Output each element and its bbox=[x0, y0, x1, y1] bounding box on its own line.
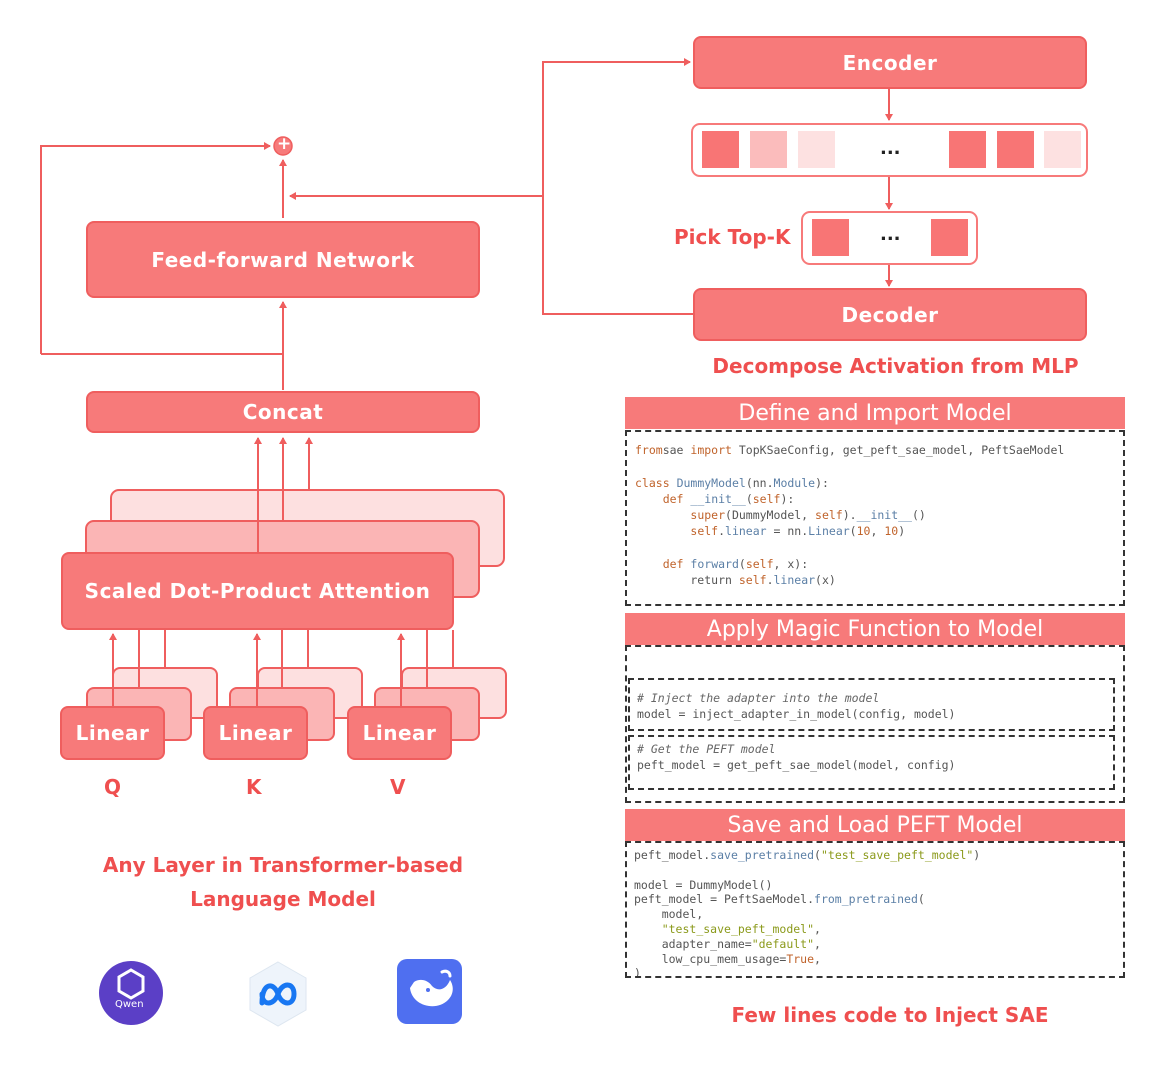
code-line: super(DummyModel, self).__init__() bbox=[690, 508, 926, 523]
code-line: peft_model = get_peft_sae_model(model, c… bbox=[637, 758, 956, 773]
qwen-logo-text: Qwen bbox=[115, 999, 144, 1010]
code-line: peft_model.save_pretrained("test_save_pe… bbox=[634, 848, 981, 862]
left-caption-line1: Any Layer in Transformer-based bbox=[102, 853, 464, 877]
sae-caption: Decompose Activation from MLP bbox=[712, 354, 1079, 378]
code-line: "test_save_peft_model", bbox=[661, 921, 821, 936]
add-node-label: + bbox=[277, 134, 292, 154]
ffn-label: Feed-forward Network bbox=[151, 247, 415, 272]
activation-cell bbox=[949, 131, 986, 168]
code-line: ) bbox=[634, 966, 641, 978]
section2-title: Apply Magic Function to Model bbox=[625, 613, 1125, 645]
encoder-label: Encoder bbox=[842, 50, 938, 75]
activation-cell bbox=[798, 131, 835, 168]
left-caption-line2: Language Model bbox=[190, 887, 376, 911]
attention-box: Scaled Dot-Product Attention bbox=[61, 552, 454, 630]
topk-cell bbox=[931, 219, 968, 256]
code-block-inject: # Inject the adapter into the model model… bbox=[628, 678, 1115, 731]
code-line bbox=[634, 863, 1123, 878]
topk-cell bbox=[812, 219, 849, 256]
linear-label: Linear bbox=[218, 721, 293, 745]
code-line: def __init__(self): bbox=[662, 491, 795, 506]
decoder-box: Decoder bbox=[693, 288, 1087, 341]
code-line: # Get the PEFT model bbox=[637, 742, 776, 756]
meta-logo-icon bbox=[249, 961, 307, 1027]
qwen-logo-icon bbox=[99, 961, 163, 1025]
decoder-label: Decoder bbox=[841, 302, 939, 327]
code-line: def forward(self, x): bbox=[662, 557, 809, 572]
code-line: model, bbox=[634, 907, 704, 922]
code-block-define: fromsae import TopKSaeConfig, get_peft_s… bbox=[625, 430, 1125, 606]
attention-label: Scaled Dot-Product Attention bbox=[84, 579, 431, 603]
section3-title: Save and Load PEFT Model bbox=[625, 809, 1125, 841]
activation-vector bbox=[691, 123, 1088, 177]
code-line: fromsae import TopKSaeConfig, get_peft_s… bbox=[635, 443, 1065, 457]
section1-title: Define and Import Model bbox=[625, 397, 1125, 429]
add-node-icon bbox=[273, 136, 293, 156]
topk-ellipsis: ... bbox=[880, 224, 901, 245]
concat-label: Concat bbox=[242, 400, 324, 424]
ffn-box: Feed-forward Network bbox=[86, 221, 480, 298]
q-label: Q bbox=[104, 775, 122, 799]
section1-title-text: Define and Import Model bbox=[738, 400, 1012, 426]
deepseek-logo-icon bbox=[397, 959, 462, 1024]
activation-cell bbox=[997, 131, 1034, 168]
residual-connection bbox=[40, 142, 271, 354]
code-line: model = inject_adapter_in_model(config, … bbox=[637, 707, 956, 722]
linear-box-q: Linear bbox=[60, 706, 165, 760]
activation-ellipsis: ... bbox=[880, 138, 901, 159]
code-line: low_cpu_mem_usage=True, bbox=[634, 951, 821, 966]
k-label: K bbox=[246, 775, 262, 799]
activation-cell bbox=[702, 131, 739, 168]
linear-box-v: Linear bbox=[347, 706, 452, 760]
code-line: model = DummyModel() bbox=[634, 877, 773, 892]
concat-box: Concat bbox=[86, 391, 480, 433]
linear-label: Linear bbox=[362, 721, 437, 745]
code-line: # Inject the adapter into the model bbox=[637, 691, 880, 705]
code-line: peft_model = PeftSaeModel.from_pretraine… bbox=[634, 892, 925, 907]
code-caption: Few lines code to Inject SAE bbox=[731, 1003, 1049, 1027]
code-block-apply-outer bbox=[625, 645, 1125, 803]
v-label: V bbox=[390, 775, 406, 799]
pick-topk-label: Pick Top-K bbox=[674, 225, 791, 249]
section2-title-text: Apply Magic Function to Model bbox=[706, 616, 1044, 642]
code-line: adapter_name="default", bbox=[634, 936, 821, 951]
sae-input-path bbox=[542, 58, 693, 315]
code-line bbox=[635, 458, 1123, 474]
activation-cell bbox=[750, 131, 787, 168]
linear-label: Linear bbox=[75, 721, 150, 745]
code-line bbox=[635, 540, 1123, 556]
encoder-box: Encoder bbox=[693, 36, 1087, 89]
code-line: return self.linear(x) bbox=[635, 573, 836, 588]
code-line: self.linear = nn.Linear(10, 10) bbox=[690, 524, 906, 539]
code-line: class DummyModel(nn.Module): bbox=[635, 475, 829, 490]
code-block-get-peft: # Get the PEFT model peft_model = get_pef… bbox=[628, 735, 1115, 790]
arrows bbox=[40, 58, 893, 706]
section3-title-text: Save and Load PEFT Model bbox=[727, 812, 1023, 838]
code-block-save-load: peft_model.save_pretrained("test_save_pe… bbox=[625, 841, 1125, 978]
linear-box-k: Linear bbox=[203, 706, 308, 760]
activation-cell bbox=[1044, 131, 1081, 168]
